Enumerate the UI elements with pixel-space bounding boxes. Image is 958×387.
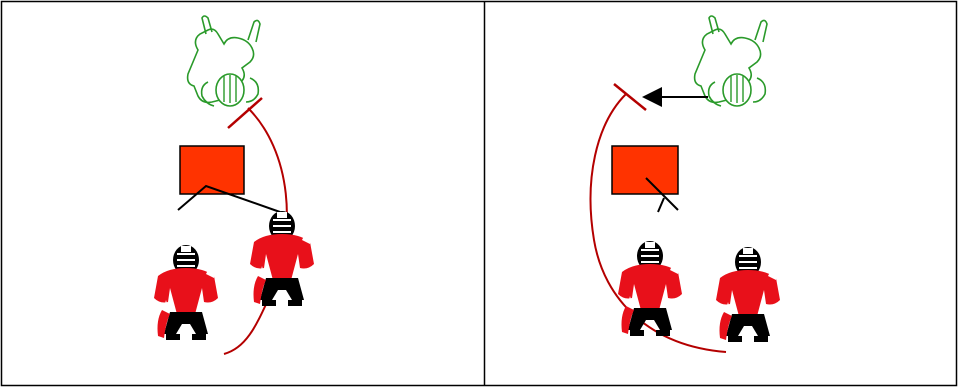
red-square-block (179, 145, 245, 195)
route-end-cap (227, 97, 263, 129)
route-end-cap (613, 83, 647, 111)
red-square-block (611, 145, 679, 195)
block-assignment-line (645, 177, 679, 213)
left-panel (153, 15, 315, 355)
block-assignment-line (177, 184, 281, 213)
right-panel (589, 15, 781, 353)
curved-red-route (589, 93, 727, 353)
